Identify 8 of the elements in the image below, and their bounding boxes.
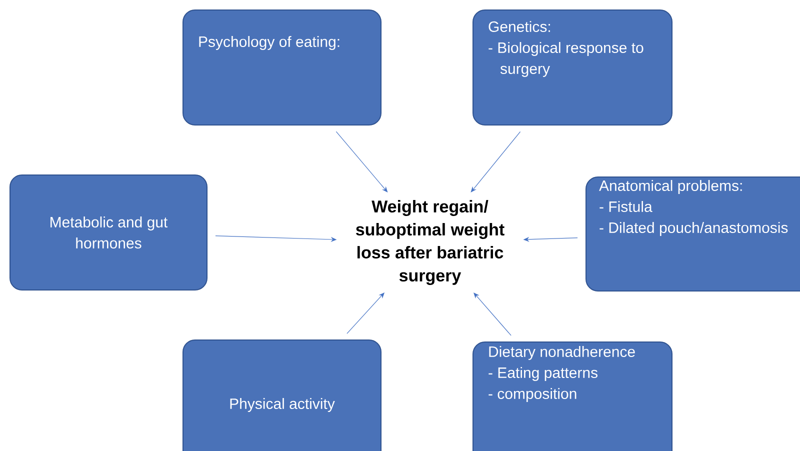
process-box: Metabolic and gut hormones (10, 174, 208, 290)
process-box: Physical activity (182, 340, 382, 451)
process-box: Dietary nonadherence - Eating patterns - composition (472, 342, 672, 451)
center-text: Weight regain/ suboptimal weight loss after bariatric surgery (356, 200, 504, 285)
process-box: Genetics: - Biological response to surgery (472, 10, 672, 126)
arrow (470, 131, 521, 192)
process-box: Psychology of eating: (182, 10, 382, 126)
process-box: Anatomical problems: - Fistula - Dilated pouch/anastomosis (586, 176, 800, 292)
